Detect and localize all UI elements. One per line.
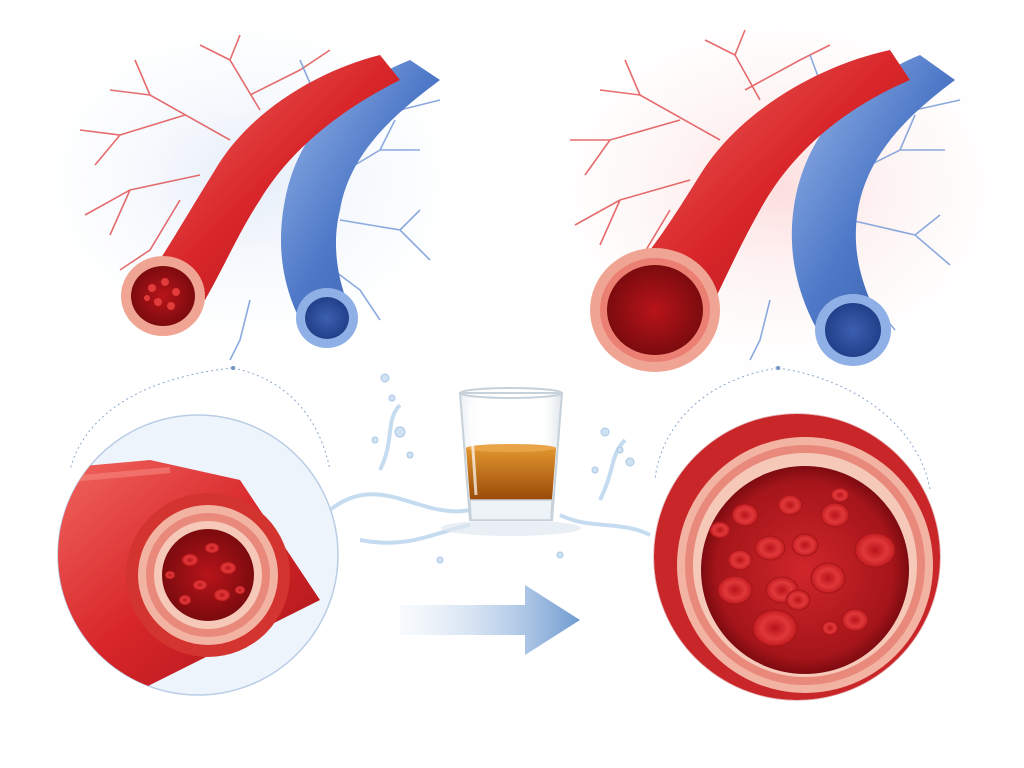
left-artery — [150, 55, 400, 300]
callout-connectors — [69, 365, 931, 491]
transition-arrow — [400, 585, 580, 655]
shot-glass — [441, 387, 581, 536]
zoom-constricted-vessel — [57, 414, 339, 696]
amber-liquid — [466, 448, 556, 500]
dilated-blood-cells — [709, 487, 896, 647]
left-vessels — [79, 34, 441, 361]
zoom-dilated-vessel — [653, 413, 941, 701]
left-artery-blood-cells — [144, 278, 180, 310]
splash-droplets — [371, 373, 635, 564]
right-vessels — [570, 29, 961, 372]
constricted-blood-cells — [165, 543, 245, 605]
left-capillaries — [79, 34, 331, 271]
right-glow — [510, 0, 1024, 400]
